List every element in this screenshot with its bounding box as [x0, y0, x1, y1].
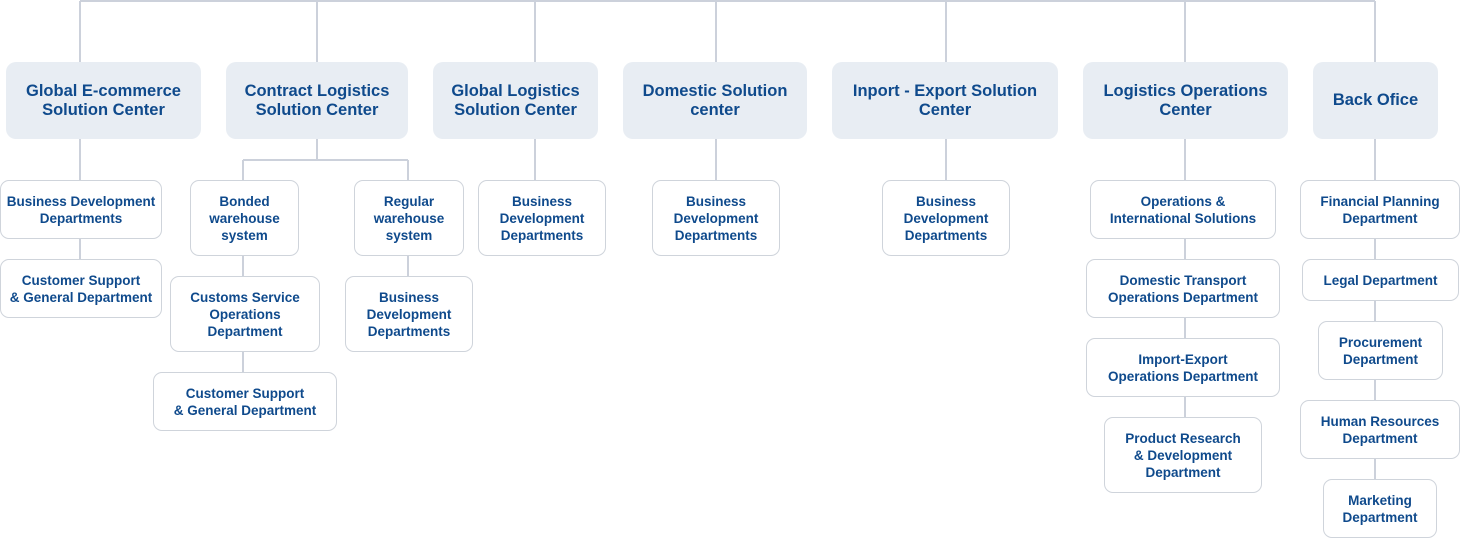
branch-bonded-warehouse: Bonded warehouse system — [190, 180, 299, 256]
center-contract-logistics: Contract Logistics Solution Center — [226, 62, 408, 139]
center-back-office: Back Ofice — [1313, 62, 1438, 139]
dept-import-export-operations: Import-Export Operations Department — [1086, 338, 1280, 397]
dept-marketing: Marketing Department — [1323, 479, 1437, 538]
dept-customer-support-general: Customer Support & General Department — [153, 372, 337, 431]
dept-customs-service-operations: Customs Service Operations Department — [170, 276, 320, 352]
dept-legal: Legal Department — [1302, 259, 1459, 301]
dept-business-development: Business Development Departments — [882, 180, 1010, 256]
center-import-export: Inport - Export Solution Center — [832, 62, 1058, 139]
center-logistics-operations: Logistics Operations Center — [1083, 62, 1288, 139]
dept-product-research-development: Product Research & Development Departmen… — [1104, 417, 1262, 493]
dept-business-development: Business Development Departments — [0, 180, 162, 239]
center-global-ecommerce: Global E-commerce Solution Center — [6, 62, 201, 139]
dept-financial-planning: Financial Planning Department — [1300, 180, 1460, 239]
center-global-logistics: Global Logistics Solution Center — [433, 62, 598, 139]
dept-procurement: Procurement Department — [1318, 321, 1443, 380]
dept-customer-support-general: Customer Support & General Department — [0, 259, 162, 318]
dept-business-development: Business Development Departments — [345, 276, 473, 352]
center-domestic-solution: Domestic Solution center — [623, 62, 807, 139]
dept-domestic-transport-operations: Domestic Transport Operations Department — [1086, 259, 1280, 318]
dept-business-development: Business Development Departments — [652, 180, 780, 256]
dept-human-resources: Human Resources Department — [1300, 400, 1460, 459]
branch-regular-warehouse: Regular warehouse system — [354, 180, 464, 256]
dept-operations-international: Operations & International Solutions — [1090, 180, 1276, 239]
dept-business-development: Business Development Departments — [478, 180, 606, 256]
